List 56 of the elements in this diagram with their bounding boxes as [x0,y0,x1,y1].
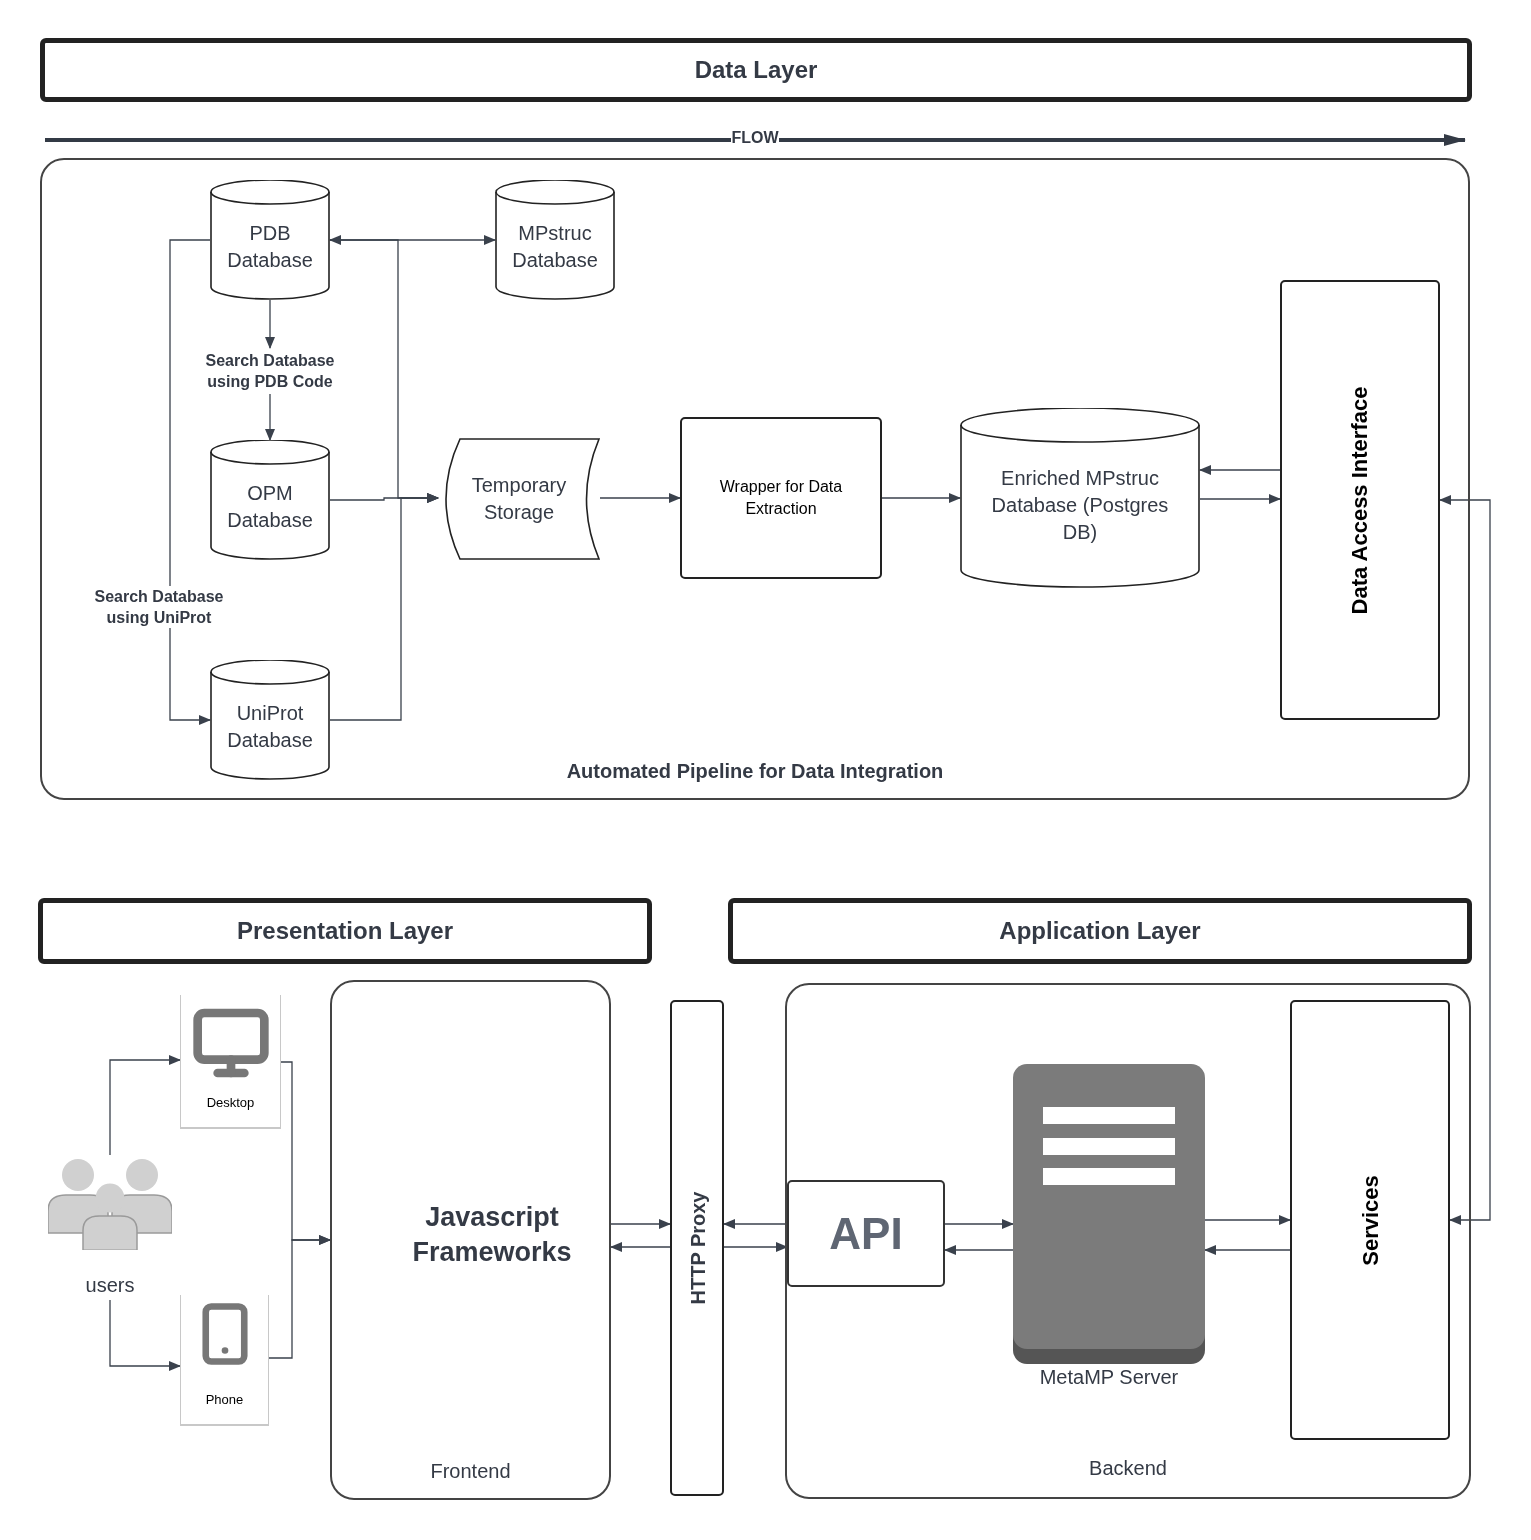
layer-title: Data Layer [694,55,818,85]
device-label: Phone [204,1391,245,1409]
vertical-label: Services [1356,1174,1384,1266]
database-label: OPM Database [226,481,314,533]
interface-panel [1290,1000,1450,1440]
arrow [723,1242,788,1252]
process-label: Wrapper for Data Extraction [718,477,844,519]
step-label: Search Database using PDB Code [204,351,336,392]
arrow [944,1219,1014,1229]
container-caption: Frontend [429,1459,512,1484]
layer-title: Presentation Layer [236,916,454,946]
interface-panel [1280,280,1440,720]
container-caption: Backend [1088,1456,1168,1481]
database-label: PDB Database [226,221,314,273]
users-label: users [84,1273,136,1297]
arrow [265,299,275,349]
arrow [610,1219,671,1229]
arrow [265,393,275,441]
container-caption: Automated Pipeline for Data Integration [565,759,945,784]
arrow [944,1245,1014,1255]
proxy-bar [670,1000,724,1496]
frontend-container [330,980,611,1500]
database-label: MPstruc Database [511,221,599,273]
layer-header [38,898,652,964]
arrow [610,1242,671,1252]
arrow [1204,1215,1291,1225]
server-label: MetaMP Server [1038,1365,1180,1390]
arrow [1204,1245,1291,1255]
pipeline-container [40,158,1470,800]
vertical-label: HTTP Proxy [685,1191,710,1305]
arrow [1199,465,1281,475]
arrow [881,493,961,503]
layer-header [728,898,1472,964]
api-label: API [829,1207,903,1260]
desktop-card [180,995,281,1129]
arrow [109,1055,181,1156]
arrow [268,1235,331,1359]
layer-header [40,38,1472,102]
vertical-label: Data Access Interface [1346,386,1374,614]
layer-title: Application Layer [999,916,1201,946]
arrow [1439,495,1491,1225]
arrow [109,1299,181,1371]
arrow [169,239,211,725]
arrow [599,493,681,503]
arrow [329,493,439,721]
arrow [1199,494,1281,504]
arrow [723,1219,788,1229]
api-box [787,1180,945,1287]
backend-container [785,983,1471,1499]
process-box [680,417,882,579]
database-label: UniProt Database [226,701,314,753]
phone-card [180,1295,269,1426]
device-label: Desktop [205,1094,256,1112]
storage-label: Temporary Storage [470,473,568,525]
frameworks-label: Javascript Frameworks [411,1201,573,1269]
database-label: Enriched MPstruc Database (Postgres DB) [990,465,1170,545]
